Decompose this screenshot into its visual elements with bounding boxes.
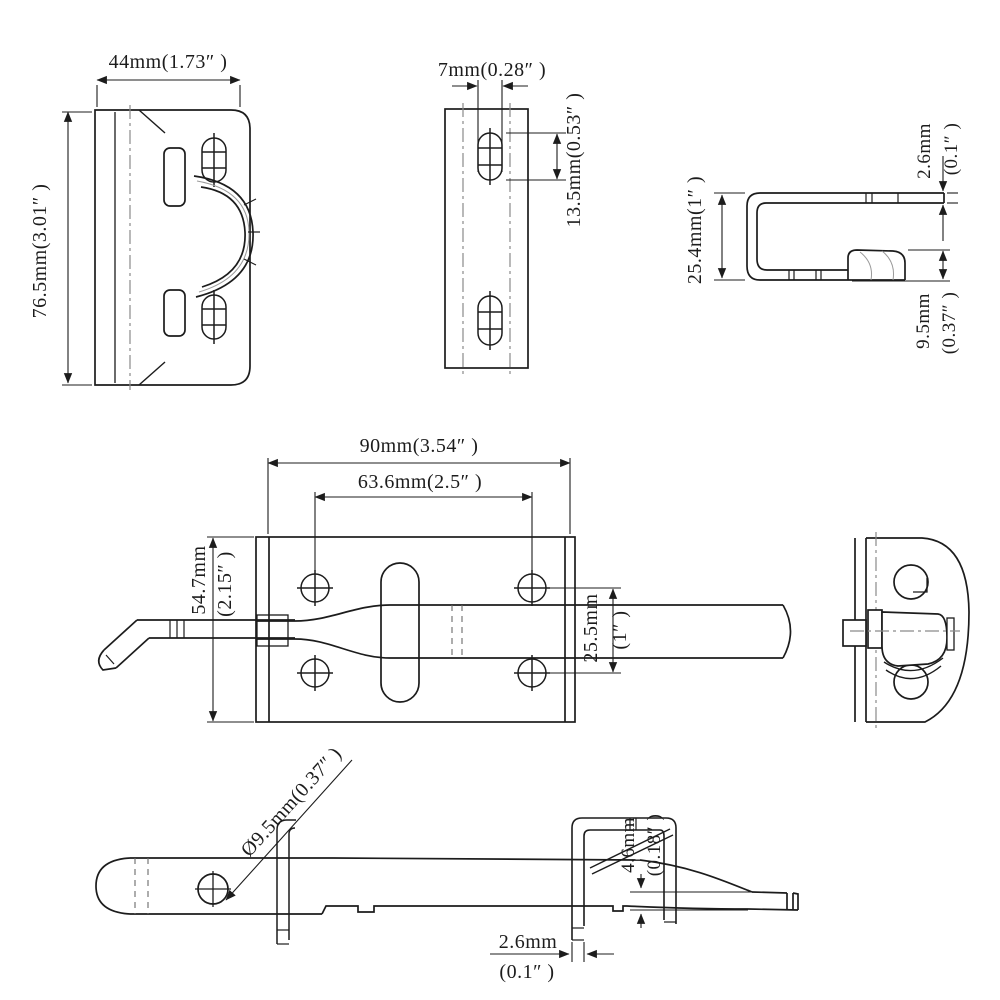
emboss-tab-upper <box>163 147 186 207</box>
strike-plate-dimensions <box>452 80 566 181</box>
slot-lower <box>477 291 503 350</box>
dim-leg-mm: 2.6mm <box>499 931 558 953</box>
strike-plate-view <box>444 103 529 374</box>
chamfer-top <box>138 109 166 134</box>
dim-plate-height-mm: 54.7mm <box>188 545 210 614</box>
keeper-front-dimensions <box>62 75 241 386</box>
bolt-body <box>321 857 799 915</box>
dim-rod-in: (0.18″ ) <box>644 814 665 877</box>
dim-flange-in: (0.37″ ) <box>939 292 960 355</box>
rear-guide-staple <box>571 817 677 941</box>
bracket-inner <box>756 202 944 271</box>
bolt <box>256 604 792 659</box>
dim-keeper-side-height: 25.4mm(1″ ) <box>684 176 706 284</box>
dim-plate-height-in: (2.15″ ) <box>214 551 236 617</box>
dim-leg-in: (0.1″ ) <box>499 961 554 983</box>
dim-keeper-width: 44mm(1.73″ ) <box>109 51 228 73</box>
dim-plate-thickness-mm: 2.6mm <box>914 123 935 179</box>
bolt-guide <box>256 614 289 647</box>
bolt-end-cap <box>782 604 792 659</box>
dim-slot-height: 13.5mm(0.53″ ) <box>563 93 585 228</box>
slot-lower <box>201 290 227 344</box>
strike-plate-outline <box>444 108 529 369</box>
rolled-flange <box>847 249 906 281</box>
latch-side-dimensions <box>225 759 752 962</box>
handle <box>97 619 295 671</box>
front-guide-staple <box>276 819 296 945</box>
dim-hole-diameter: Ø9.5mm(0.37″ ) <box>237 743 347 861</box>
hole-upper <box>893 564 929 600</box>
dim-flange-mm: 9.5mm <box>913 293 934 349</box>
latch-side-view <box>95 817 799 945</box>
dim-rod-mm: 4.6mm <box>618 817 639 873</box>
keeper-plate-outline <box>94 109 251 386</box>
dim-plate-thickness-in: (0.1″ ) <box>941 123 962 176</box>
dim-slot-width: 7mm(0.28″ ) <box>438 59 546 81</box>
emboss-tab-lower <box>163 289 186 337</box>
slot-upper <box>477 128 503 185</box>
end-plate-outline <box>866 537 970 723</box>
staple-loop <box>193 175 260 298</box>
dim-hole-spacing-v-in: (1″ ) <box>609 610 631 649</box>
handle-tip <box>97 649 117 671</box>
base-plate <box>255 536 576 723</box>
mount-hole <box>195 871 231 907</box>
latch-top-dimensions <box>207 458 621 723</box>
screw-holes <box>297 570 550 691</box>
keeper-front-view <box>94 105 260 390</box>
flat-spring <box>589 828 674 875</box>
handle-slot <box>380 562 420 703</box>
handle-cylinder <box>95 857 333 915</box>
hole-dia-leader <box>225 759 353 901</box>
dim-hole-spacing: 63.6mm(2.5″ ) <box>358 471 482 493</box>
slot-upper <box>201 133 227 187</box>
latch-top-view <box>97 536 792 723</box>
dim-plate-width: 90mm(3.54″ ) <box>360 435 479 457</box>
dim-hole-spacing-v-mm: 25.5mm <box>580 593 602 662</box>
latch-end-view <box>842 532 970 728</box>
keeper-side-view <box>746 192 945 281</box>
bolt-end-mechanism <box>842 609 960 680</box>
keeper-side-dimensions <box>714 156 958 282</box>
dim-keeper-height: 76.5mm(3.01″ ) <box>29 184 51 319</box>
chamfer-bottom <box>138 361 166 386</box>
bracket-outer <box>746 192 944 281</box>
